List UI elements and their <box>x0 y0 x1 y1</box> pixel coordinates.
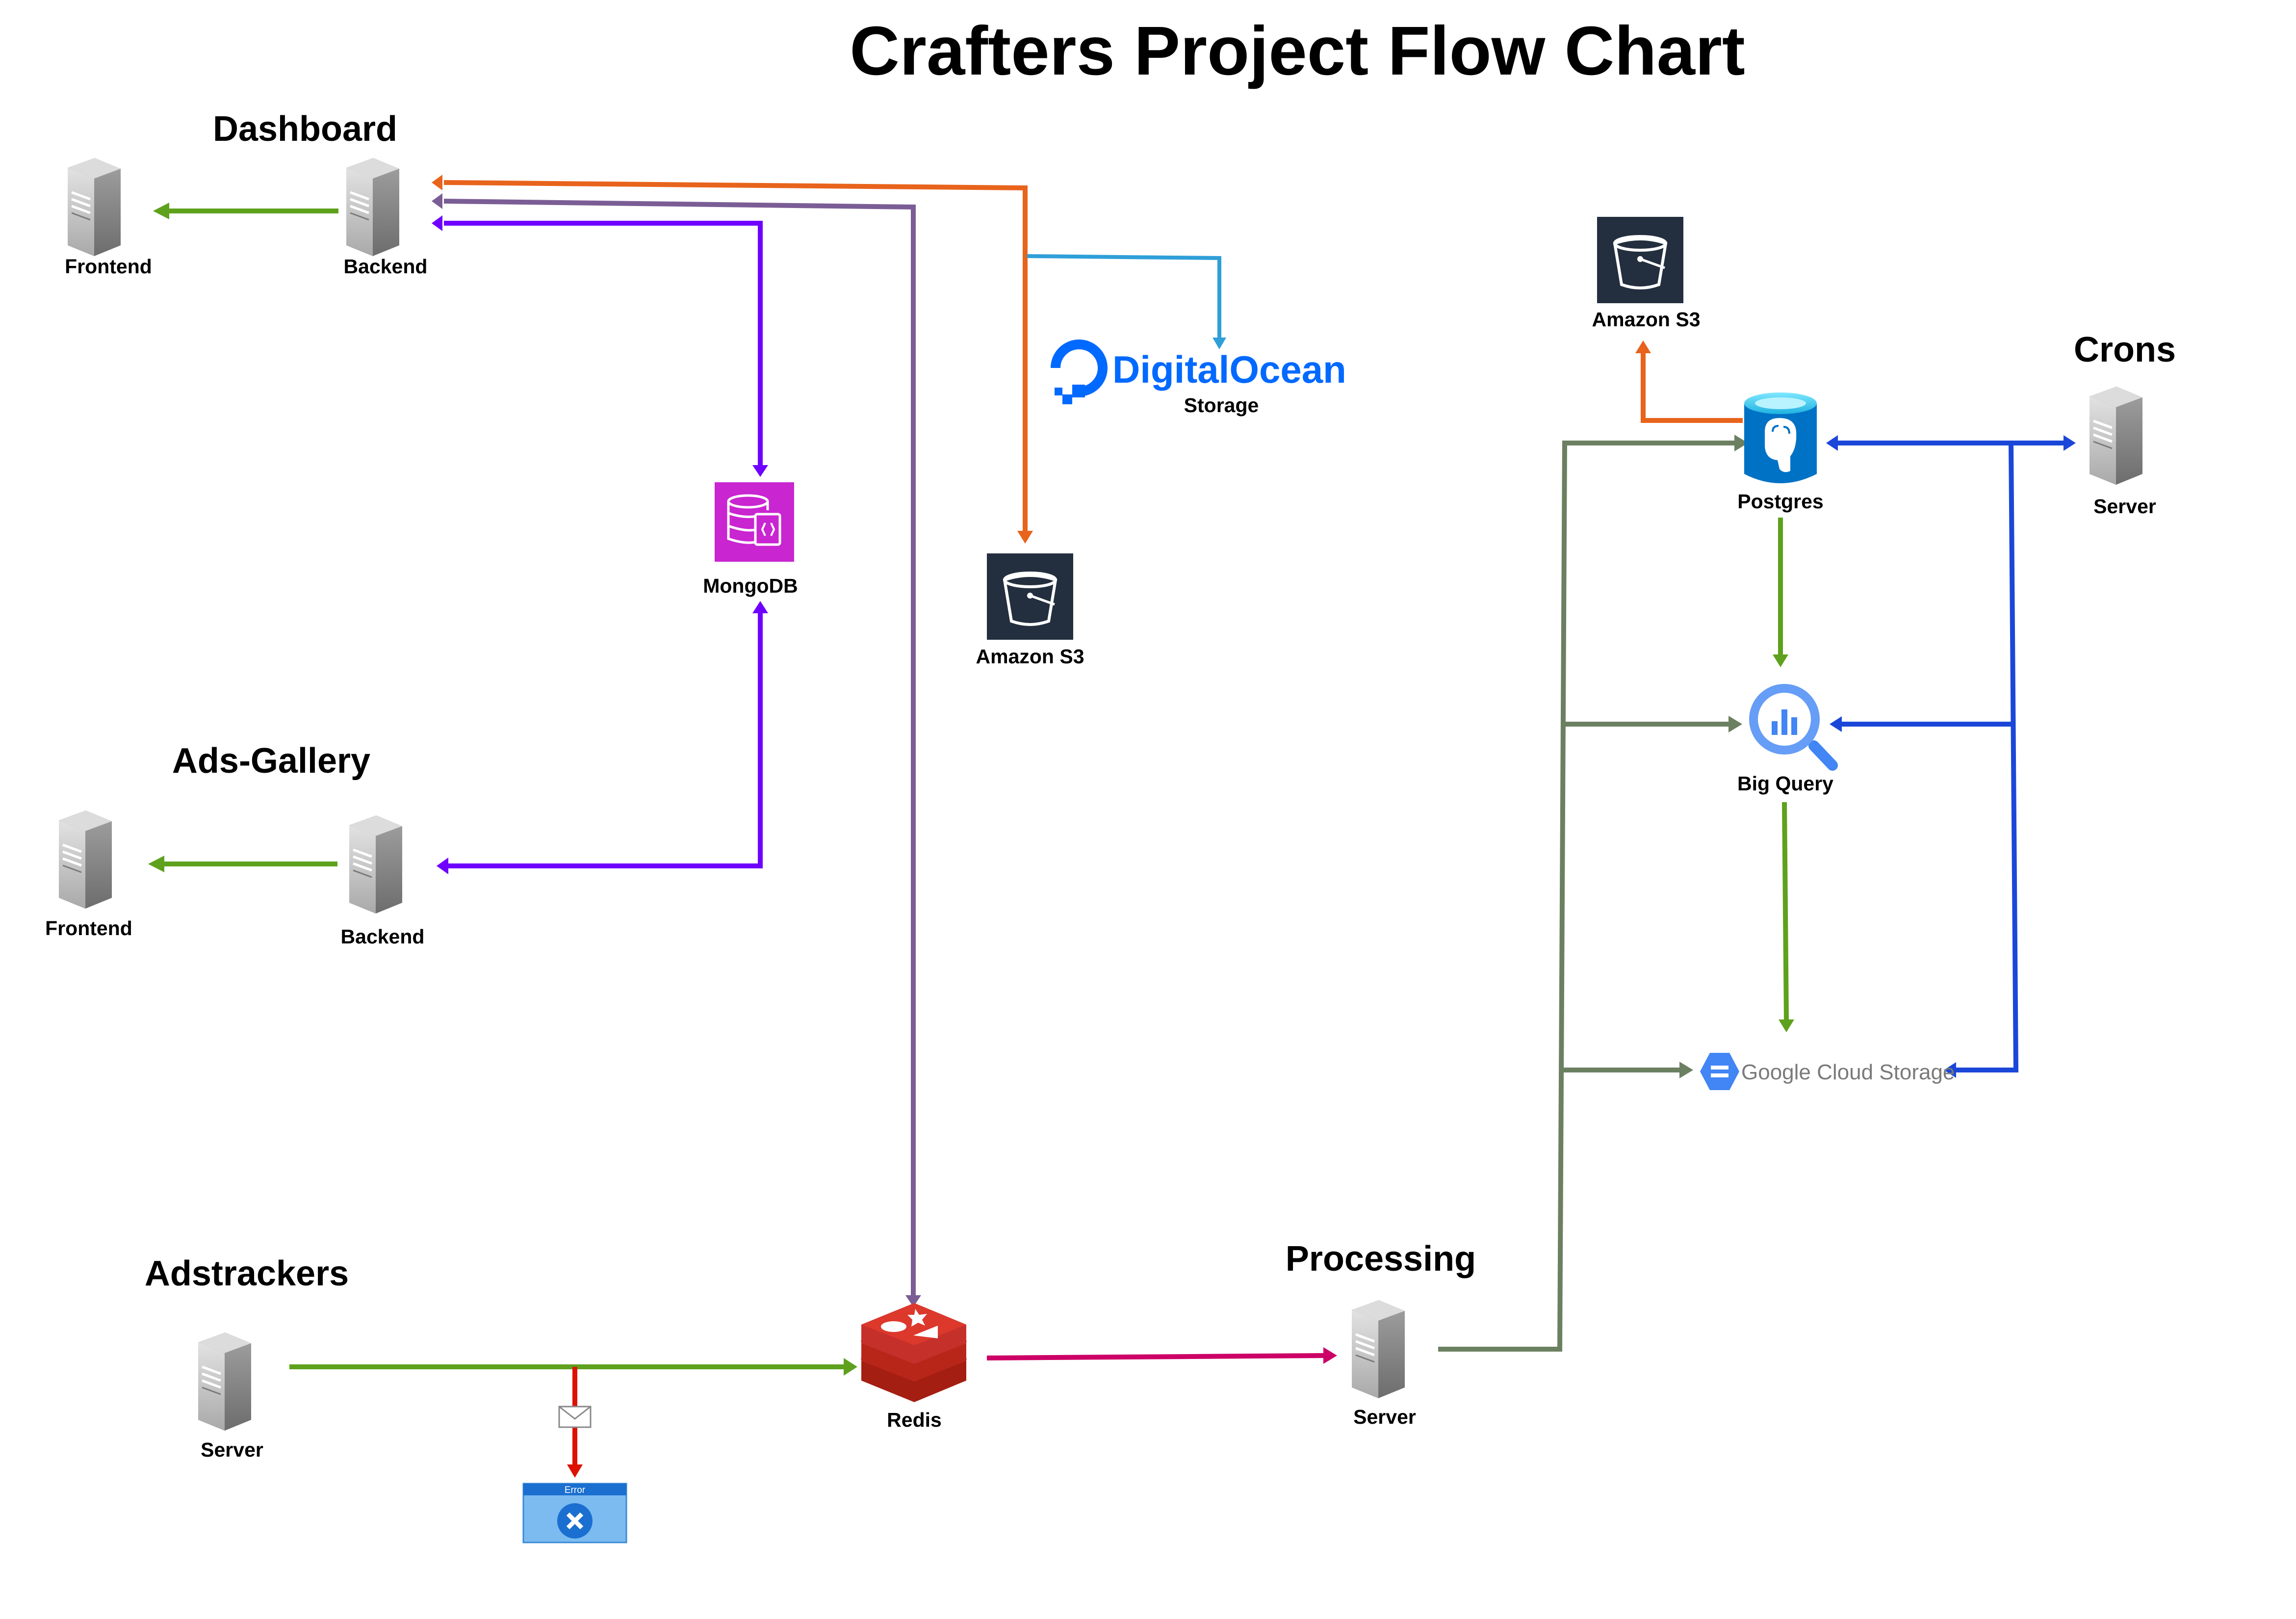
mongodb-icon <box>715 482 794 562</box>
connector-postgres-amazon-s3 <box>1641 351 1743 423</box>
connector-processing-data <box>1438 441 1736 1352</box>
server-icon <box>68 158 121 256</box>
section-title-crons: Crons <box>2074 330 2176 369</box>
amazon-s3-dashboard-node: Amazon S3 <box>976 553 1084 668</box>
node-label: Frontend <box>45 917 132 940</box>
ads-backend-node: Backend <box>341 815 425 948</box>
google-cloud-storage-node: Google Cloud Storage <box>1700 1053 1955 1090</box>
amazon-s3-icon <box>1597 217 1683 303</box>
bigquery-node: Big Query <box>1737 684 1838 795</box>
section-title-ads-gallery: Ads-Gallery <box>172 741 370 781</box>
gcs-logo-text: Google Cloud Storage <box>1741 1060 1955 1084</box>
mongodb-node: MongoDB <box>703 482 798 597</box>
section-title-adstrackers: Adstrackers <box>145 1254 349 1293</box>
error-node: Error <box>522 1483 627 1543</box>
connector-backend-digitalocean <box>1027 254 1221 339</box>
server-icon <box>2090 387 2142 485</box>
node-label: Backend <box>344 255 428 278</box>
connector-dashboard-backend-mongodb <box>444 221 763 466</box>
node-label: MongoDB <box>703 574 798 597</box>
server-icon <box>1352 1300 1405 1398</box>
amazon-s3-postgres-node: Amazon S3 <box>1592 217 1701 331</box>
digitalocean-logo-text: DigitalOcean <box>1112 348 1346 391</box>
bigquery-icon <box>1749 684 1838 771</box>
connector-backend-redis <box>443 199 916 1295</box>
crons-server-node: Server <box>2090 387 2156 518</box>
envelope-icon <box>558 1406 592 1428</box>
digitalocean-icon <box>1051 339 1108 404</box>
connector-ads-backend-mongodb <box>447 611 763 868</box>
digitalocean-node: DigitalOcean Storage <box>1051 339 1346 417</box>
node-label: Postgres <box>1737 490 1823 513</box>
node-label: Storage <box>1184 394 1259 417</box>
postgres-node: Postgres <box>1737 392 1824 513</box>
redis-node: Redis <box>860 1303 967 1431</box>
error-title: Error <box>565 1485 586 1495</box>
google-cloud-storage-icon <box>1700 1053 1739 1090</box>
page-title: Crafters Project Flow Chart <box>850 12 1745 89</box>
node-label: Backend <box>341 925 425 948</box>
server-icon <box>349 815 402 914</box>
processing-server-node: Server <box>1352 1300 1416 1428</box>
connector-backend-amazon-s3 <box>443 180 1028 532</box>
server-icon <box>198 1332 251 1431</box>
ads-frontend-node: Frontend <box>45 810 132 940</box>
section-title-dashboard: Dashboard <box>213 109 397 149</box>
node-label: Server <box>201 1438 263 1461</box>
dashboard-frontend-node: Frontend <box>65 158 152 278</box>
redis-icon <box>860 1303 967 1402</box>
server-icon <box>59 810 112 909</box>
connector-bigquery-gcs <box>1782 802 1789 1021</box>
node-label: Server <box>2093 495 2156 518</box>
connector-redis-processing <box>986 1353 1326 1360</box>
node-label: Amazon S3 <box>976 645 1084 668</box>
section-title-processing: Processing <box>1286 1239 1476 1279</box>
postgres-icon <box>1744 392 1817 483</box>
amazon-s3-icon <box>987 553 1073 640</box>
adstrackers-server-node: Server <box>198 1332 263 1461</box>
node-label: Frontend <box>65 255 152 278</box>
connectors <box>148 175 2076 1478</box>
node-label: Server <box>1353 1406 1416 1428</box>
node-label: Redis <box>887 1409 942 1431</box>
error-icon <box>522 1483 627 1543</box>
server-icon <box>346 158 399 256</box>
node-label: Amazon S3 <box>1592 308 1701 331</box>
dashboard-backend-node: Backend <box>344 158 428 278</box>
node-label: Big Query <box>1737 772 1833 795</box>
